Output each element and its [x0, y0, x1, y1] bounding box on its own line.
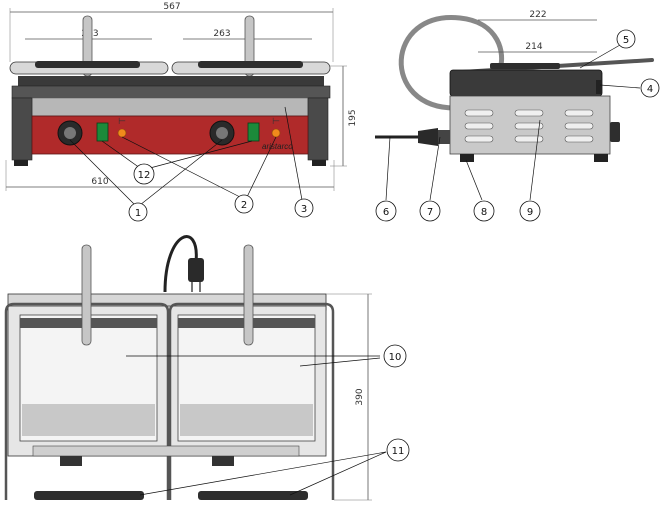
svg-text:6: 6 — [383, 207, 389, 218]
top-cable — [163, 235, 198, 293]
left-power-switch — [96, 122, 109, 142]
callout-12: 12 — [133, 163, 155, 185]
callout-4: 4 — [640, 78, 660, 98]
right-lamp-symbol-icon: ⊢ — [272, 117, 280, 127]
side-front-foot — [594, 154, 608, 162]
side-rear-foot — [460, 154, 474, 162]
cable-gland — [418, 128, 438, 146]
dim-side-inner: 214 — [525, 42, 542, 52]
cable-connector — [438, 130, 450, 144]
steel-front-strip — [31, 97, 309, 117]
power-cable — [398, 15, 505, 111]
callout-9: 9 — [519, 200, 541, 222]
svg-text:5: 5 — [623, 35, 629, 46]
svg-text:8: 8 — [481, 207, 487, 218]
right-lid-grip — [198, 61, 303, 68]
callout-3: 3 — [294, 198, 314, 218]
right-knob-center — [216, 127, 228, 139]
dim-right-plate: 263 — [213, 29, 230, 39]
svg-text:9: 9 — [527, 207, 533, 218]
dim-side-top: 222 — [529, 10, 546, 20]
callout-7: 7 — [419, 200, 441, 222]
side-lid-top — [490, 63, 560, 69]
left-front-grip — [34, 491, 144, 500]
left-knob-center — [64, 127, 76, 139]
front-leader-lines — [69, 106, 303, 206]
svg-text:4: 4 — [647, 84, 653, 95]
svg-text:1: 1 — [135, 208, 141, 219]
side-knob — [610, 122, 620, 142]
svg-text:3: 3 — [301, 204, 307, 215]
svg-text:12: 12 — [138, 170, 151, 181]
top-left-grip — [81, 244, 92, 346]
top-leader-lines — [126, 355, 387, 496]
top-view: 390 10 11 — [4, 235, 410, 501]
svg-text:2: 2 — [241, 200, 247, 211]
callout-5: 5 — [616, 29, 636, 49]
right-drip-zone — [180, 404, 313, 436]
svg-text:11: 11 — [392, 446, 405, 457]
top-right-knob — [212, 456, 234, 466]
callout-8: 8 — [473, 200, 495, 222]
dim-height: 195 — [348, 109, 358, 126]
callout-10: 10 — [383, 344, 407, 368]
side-view: 222 214 — [375, 10, 660, 222]
power-plug — [188, 258, 204, 282]
left-lamp-symbol-icon: ⊢ — [118, 117, 126, 127]
top-right-grip — [243, 244, 254, 346]
top-plate-edge — [11, 85, 331, 99]
callout-11: 11 — [386, 438, 410, 462]
front-view: 567 263 263 ⊢ — [5, 2, 358, 222]
dim-top-width: 567 — [163, 2, 180, 12]
right-side-post — [307, 97, 329, 161]
callout-2: 2 — [234, 194, 254, 214]
front-bar — [32, 445, 300, 457]
front-left-foot — [14, 160, 28, 166]
right-indicator-lamp — [271, 128, 281, 138]
brand-label: aristarco — [262, 142, 293, 151]
left-indicator-lamp — [117, 128, 127, 138]
side-vents — [464, 109, 594, 143]
side-leader-lines — [385, 44, 641, 201]
callout-1: 1 — [128, 202, 148, 222]
dim-bottom-width: 610 — [91, 177, 108, 187]
right-power-switch — [247, 122, 260, 142]
svg-text:7: 7 — [427, 207, 433, 218]
callout-6: 6 — [375, 200, 397, 222]
left-drip-zone — [22, 404, 155, 436]
left-side-post — [11, 97, 33, 161]
svg-text:10: 10 — [389, 352, 402, 363]
dim-depth: 390 — [355, 388, 365, 405]
left-lid-grip — [35, 61, 140, 68]
top-left-knob — [60, 456, 82, 466]
front-right-foot — [312, 160, 326, 166]
side-lid — [449, 69, 603, 97]
right-front-grip — [198, 491, 308, 500]
